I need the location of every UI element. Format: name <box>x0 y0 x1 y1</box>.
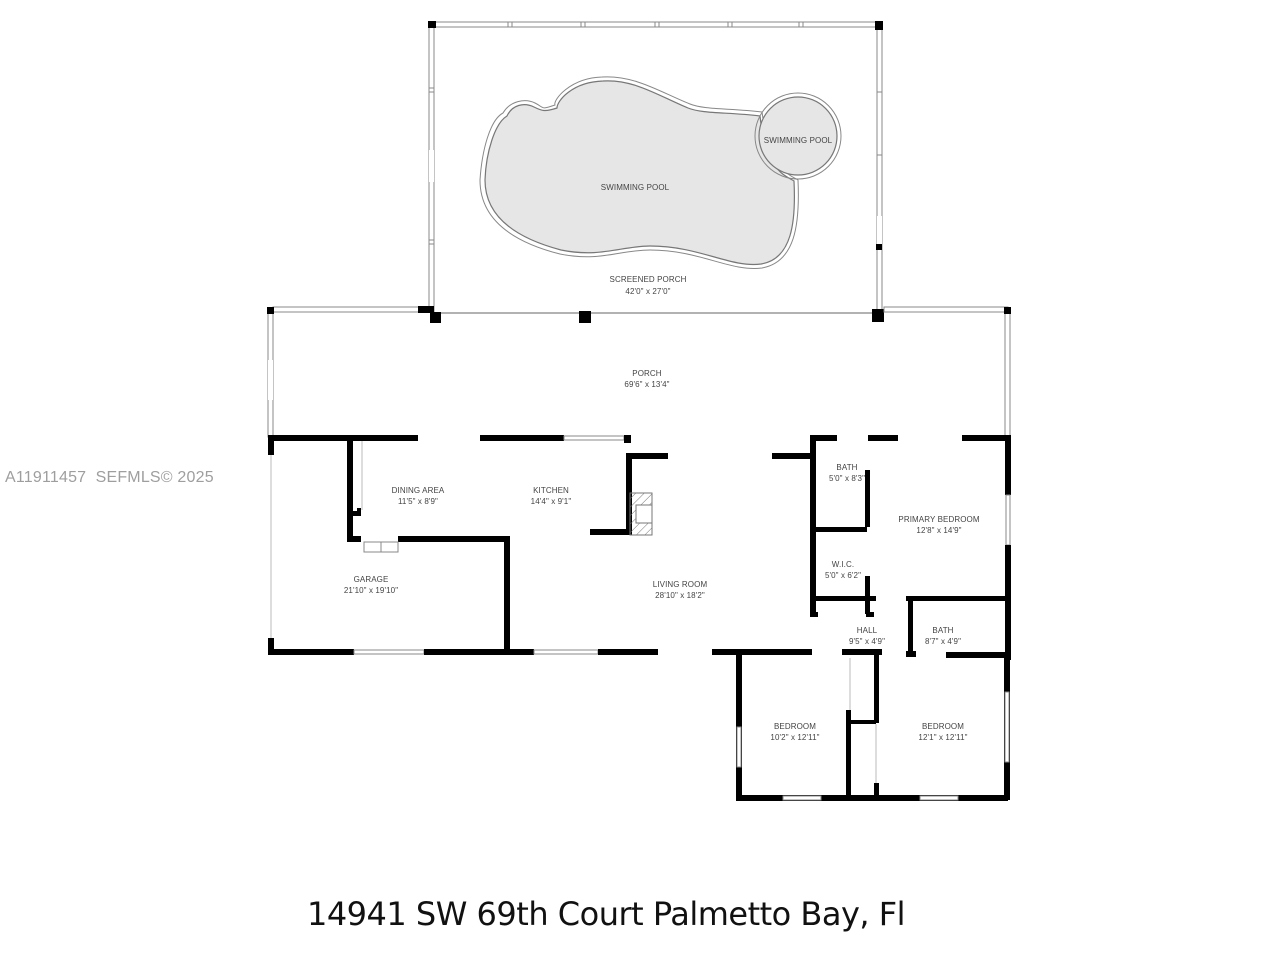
swimming-pool <box>479 76 842 269</box>
hall-dims: 9'5" x 4'9" <box>849 637 885 646</box>
bath-2-dims: 8'7" x 4'9" <box>925 637 961 646</box>
screened-porch-name: SCREENED PORCH <box>610 275 687 284</box>
room-labels: SWIMMING POOL SWIMMING POOL SCREENED POR… <box>344 136 980 742</box>
wic-name: W.I.C. <box>832 560 854 569</box>
property-address: 14941 SW 69th Court Palmetto Bay, Fl <box>306 895 906 933</box>
living-room-name: LIVING ROOM <box>653 580 708 589</box>
hall-name: HALL <box>857 626 878 635</box>
screened-porch-dims: 42'0" x 27'0" <box>625 287 670 296</box>
bedroom-1-dims: 10'2" x 12'11" <box>770 733 819 742</box>
dining-area-dims: 11'5" x 8'9" <box>398 497 438 506</box>
bath-1-dims: 5'0" x 8'3" <box>829 474 865 483</box>
porch-dims: 69'6" x 13'4" <box>624 380 669 389</box>
kitchen-dims: 14'4" x 9'1" <box>531 497 572 506</box>
primary-bedroom-dims: 12'8" x 14'9" <box>916 526 961 535</box>
garage-name: GARAGE <box>354 575 389 584</box>
pool-spa-label: SWIMMING POOL <box>764 136 833 145</box>
bath-1-name: BATH <box>836 463 857 472</box>
bedroom-1-name: BEDROOM <box>774 722 816 731</box>
garage-dims: 21'10" x 19'10" <box>344 586 398 595</box>
bedroom-2-dims: 12'1" x 12'11" <box>918 733 967 742</box>
primary-bedroom-name: PRIMARY BEDROOM <box>898 515 979 524</box>
pool-main-label: SWIMMING POOL <box>601 183 670 192</box>
house-walls <box>268 435 1011 801</box>
living-room-dims: 28'10" x 18'2" <box>655 591 705 600</box>
mls-watermark: A11911457 SEFMLS© 2025 <box>5 469 214 486</box>
screened-porch-area <box>428 21 884 323</box>
dining-area-name: DINING AREA <box>392 486 445 495</box>
kitchen-name: KITCHEN <box>533 486 569 495</box>
wic-dims: 5'0" x 6'2" <box>825 571 861 580</box>
bath-2-name: BATH <box>932 626 953 635</box>
porch-area <box>267 306 1011 438</box>
bedroom-2-name: BEDROOM <box>922 722 964 731</box>
porch-name: PORCH <box>632 369 662 378</box>
